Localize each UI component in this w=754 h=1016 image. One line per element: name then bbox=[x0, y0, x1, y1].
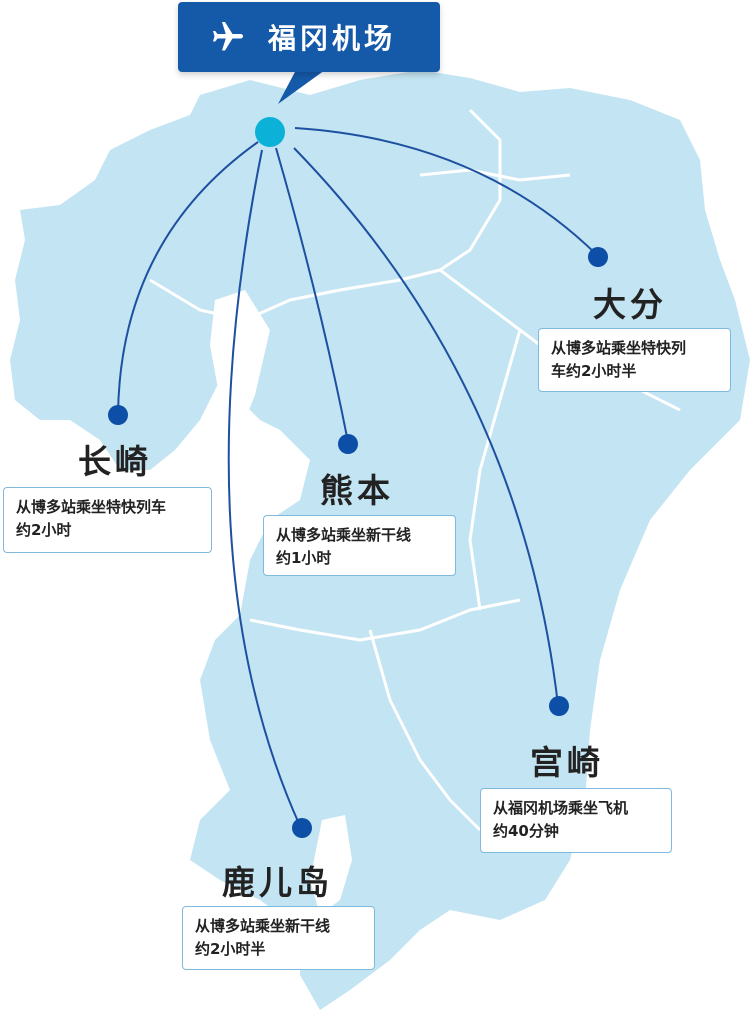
kagoshima-bay bbox=[310, 815, 352, 915]
route-nagasaki bbox=[117, 141, 259, 416]
dest-dot-nagasaki bbox=[108, 405, 128, 425]
origin-dot-fukuoka bbox=[255, 117, 285, 147]
airport-name: 福冈机场 bbox=[268, 22, 397, 55]
note-line: 从博多站乘坐特快列 bbox=[551, 339, 687, 357]
dest-dot-miyazaki bbox=[549, 696, 569, 716]
goto-island bbox=[25, 285, 90, 365]
note-line: 从博多站乘坐新干线 bbox=[195, 917, 331, 935]
airport-badge: 福冈机场 bbox=[178, 2, 440, 72]
airplane-icon bbox=[213, 22, 243, 51]
city-label-nagasaki: 长崎 bbox=[78, 442, 152, 481]
info-box-kumamoto: 从博多站乘坐新干线 约1小时 bbox=[263, 515, 456, 576]
city-label-kagoshima: 鹿儿岛 bbox=[222, 863, 333, 902]
info-box-kagoshima: 从博多站乘坐新干线 约2小时半 bbox=[182, 906, 375, 970]
city-label-miyazaki: 宫崎 bbox=[530, 743, 604, 782]
note-line: 从博多站乘坐新干线 bbox=[276, 526, 412, 544]
route-oita bbox=[294, 127, 599, 257]
city-label-kumamoto: 熊本 bbox=[320, 471, 394, 510]
route-kumamoto bbox=[275, 147, 349, 443]
route-miyazaki bbox=[293, 147, 559, 706]
note-line: 约2小时 bbox=[16, 521, 72, 539]
note-line: 约2小时半 bbox=[195, 940, 266, 958]
note-line: 约1小时 bbox=[276, 549, 332, 567]
info-box-miyazaki: 从福冈机场乘坐飞机 约40分钟 bbox=[480, 788, 672, 853]
routes bbox=[117, 127, 599, 827]
info-box-oita: 从博多站乘坐特快列 车约2小时半 bbox=[538, 328, 731, 392]
city-label-oita: 大分 bbox=[593, 285, 667, 324]
dest-dot-kagoshima bbox=[292, 818, 312, 838]
note-line: 从福冈机场乘坐飞机 bbox=[493, 799, 629, 817]
note-line: 约40分钟 bbox=[493, 822, 559, 840]
route-kagoshima bbox=[227, 149, 301, 827]
note-line: 从博多站乘坐特快列车 bbox=[16, 498, 167, 516]
dest-dot-oita bbox=[588, 247, 608, 267]
info-box-nagasaki: 从博多站乘坐特快列车 约2小时 bbox=[3, 487, 212, 553]
badge-pointer bbox=[278, 70, 325, 104]
ariake-sea bbox=[205, 290, 270, 620]
note-line: 车约2小时半 bbox=[551, 362, 637, 380]
dest-dot-kumamoto bbox=[338, 434, 358, 454]
